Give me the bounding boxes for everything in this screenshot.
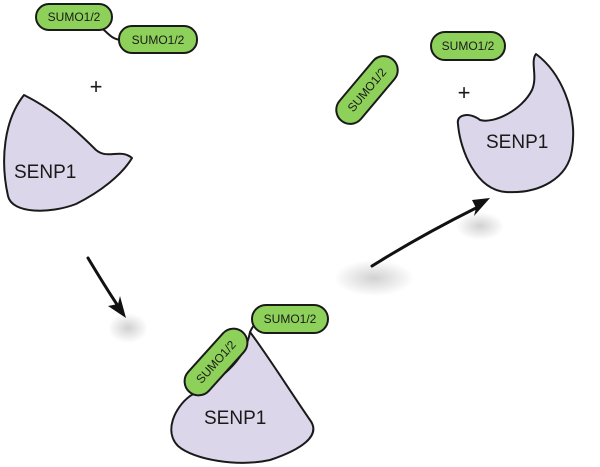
plus-sign: + xyxy=(458,80,471,105)
senp1-complex: SENP1 SUMO1/2 SUMO1/2 xyxy=(170,304,329,464)
arrow-shadow xyxy=(456,212,504,240)
plus-sign: + xyxy=(90,74,103,99)
product-group: SUMO1/2 SUMO1/2 + SENP1 xyxy=(335,31,575,194)
sumo-protein-1: SUMO1/2 xyxy=(35,3,113,31)
sumo-protein-2: SUMO1/2 xyxy=(118,25,198,54)
sumo-label: SUMO1/2 xyxy=(264,312,317,326)
sumo-free-1: SUMO1/2 xyxy=(335,55,399,125)
substrate-group: SUMO1/2 SUMO1/2 xyxy=(35,3,198,54)
senp1-label: SENP1 xyxy=(486,132,548,153)
senp1-label: SENP1 xyxy=(14,162,76,183)
sumo-free-2: SUMO1/2 xyxy=(430,31,506,61)
arrow-shadow xyxy=(334,260,414,296)
sumo-label: SUMO1/2 xyxy=(132,33,185,47)
sumo-label: SUMO1/2 xyxy=(442,39,495,53)
sumo-protein-bound-2: SUMO1/2 xyxy=(251,304,329,334)
senp1-enzyme-2: SENP1 xyxy=(456,53,575,194)
senp1-label: SENP1 xyxy=(204,408,266,429)
arrow-shadow xyxy=(108,313,148,343)
senp1-enzyme-1: SENP1 xyxy=(3,94,133,212)
sumo-label: SUMO1/2 xyxy=(48,10,101,24)
down-arrow xyxy=(86,256,126,318)
up-right-arrow xyxy=(370,198,490,268)
